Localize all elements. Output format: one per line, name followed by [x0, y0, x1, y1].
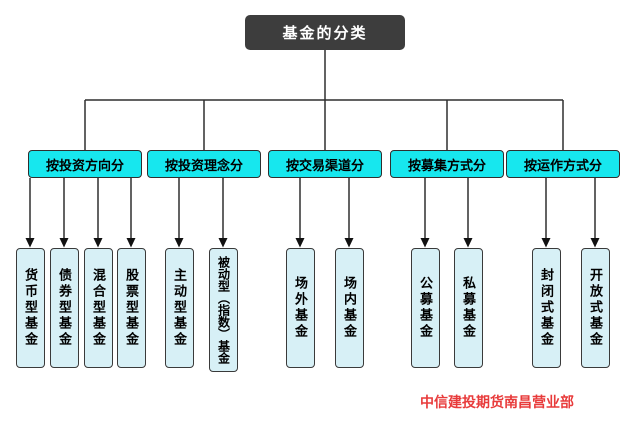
arrow-down-icon: [93, 238, 103, 248]
arrow-down-icon: [295, 238, 305, 248]
root-node: 基金的分类: [245, 15, 405, 50]
leaf-node-hybrid-fund: 混合型基金: [84, 248, 113, 368]
arrow-down-icon: [590, 238, 600, 248]
arrow-down-icon: [344, 238, 354, 248]
arrow-down-icon: [218, 238, 228, 248]
leaf-node-exchange-fund: 场内基金: [335, 248, 364, 368]
arrow-down-icon: [126, 238, 136, 248]
arrow-down-icon: [174, 238, 184, 248]
leaf-node-passive-index-fund: 被动型（指数）基金: [209, 248, 238, 372]
arrow-down-icon: [463, 238, 473, 248]
arrow-down-icon: [420, 238, 430, 248]
arrow-down-icon: [25, 238, 35, 248]
arrow-down-icon: [59, 238, 69, 248]
leaf-node-active-fund: 主动型基金: [165, 248, 194, 368]
leaf-node-stock-fund: 股票型基金: [117, 248, 146, 368]
category-box-investment-direction: 按投资方向分: [28, 150, 142, 178]
category-box-trading-channel: 按交易渠道分: [268, 150, 382, 178]
watermark-text: 中信建投期货南昌营业部: [420, 394, 574, 410]
leaf-node-bond-fund: 债券型基金: [50, 248, 79, 368]
category-box-fundraising-method: 按募集方式分: [390, 150, 504, 178]
category-box-investment-philosophy: 按投资理念分: [147, 150, 261, 178]
category-box-operation-method: 按运作方式分: [506, 150, 620, 178]
leaf-node-otc-fund: 场外基金: [286, 248, 315, 368]
leaf-node-money-fund: 货币型基金: [16, 248, 45, 368]
arrow-down-icon: [541, 238, 551, 248]
leaf-arrows: [25, 178, 600, 248]
leaf-node-public-fund: 公募基金: [411, 248, 440, 368]
leaf-node-open-end-fund: 开放式基金: [581, 248, 610, 368]
leaf-node-closed-end-fund: 封闭式基金: [532, 248, 561, 368]
leaf-node-private-fund: 私募基金: [454, 248, 483, 368]
